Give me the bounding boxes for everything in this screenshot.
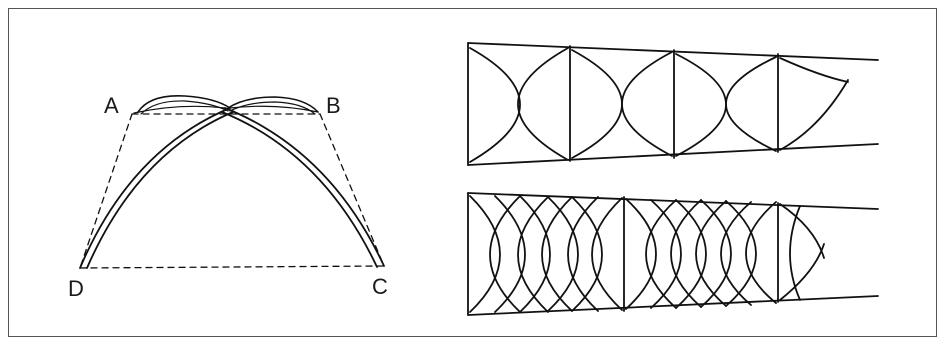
label-a: A — [104, 93, 119, 118]
figure-border — [8, 8, 937, 337]
lattice-16 — [745, 201, 777, 304]
lattice-22 — [779, 243, 825, 301]
top-loop-right — [227, 96, 319, 113]
lattice-11 — [625, 198, 657, 310]
tube-top-loop-2b — [621, 51, 673, 157]
tube-top-loop-1b — [517, 47, 569, 161]
lattice-9 — [547, 196, 579, 312]
arch-diagram — [79, 95, 385, 269]
tube-top-loop-4a — [779, 57, 849, 83]
tube-top-loop-1a — [469, 47, 521, 163]
tube-top-loop-3b — [725, 56, 777, 152]
lattice-21 — [779, 203, 825, 259]
lattice-23 — [789, 205, 801, 301]
label-c: C — [372, 274, 388, 299]
tube-top-lower-edge — [467, 143, 879, 166]
lattice-5 — [571, 196, 603, 312]
tube-top-loop-3a — [675, 53, 727, 157]
arch-left-tail — [229, 105, 319, 113]
lattice-19 — [700, 199, 732, 308]
lattice-6 — [591, 197, 623, 311]
arch-right-inner — [221, 111, 378, 268]
tube-top — [467, 42, 879, 166]
lattice-7 — [494, 195, 526, 313]
lattice-17 — [650, 199, 682, 309]
dashed-line-dc — [79, 265, 385, 269]
lattice-8 — [517, 196, 549, 313]
lattice-18 — [670, 199, 702, 308]
top-loop-left — [137, 95, 231, 113]
tube-bottom-upper-edge — [467, 192, 879, 210]
tube-top-upper-edge — [467, 42, 879, 61]
tube-top-loop-2a — [571, 49, 623, 159]
dashed-line-ad — [79, 113, 133, 269]
label-d: D — [68, 276, 84, 301]
arch-left-outer — [79, 107, 231, 269]
arch-right-outer — [224, 107, 385, 267]
label-b: B — [326, 93, 341, 118]
lattice-1 — [469, 195, 501, 313]
lattice-3 — [519, 195, 551, 313]
arch-right-tail — [133, 105, 226, 114]
lattice-2 — [489, 195, 521, 313]
lattice-12 — [645, 199, 677, 309]
tube-top-loop-4b — [779, 79, 849, 151]
lattice-13 — [675, 199, 707, 309]
top-loop-right-inner — [229, 101, 316, 115]
dashed-line-bc — [319, 113, 385, 267]
tube-bottom — [467, 192, 879, 316]
lattice-20 — [720, 201, 752, 306]
lattice-15 — [725, 200, 757, 307]
arch-left-inner — [86, 111, 234, 269]
lattice-10 — [567, 196, 599, 312]
